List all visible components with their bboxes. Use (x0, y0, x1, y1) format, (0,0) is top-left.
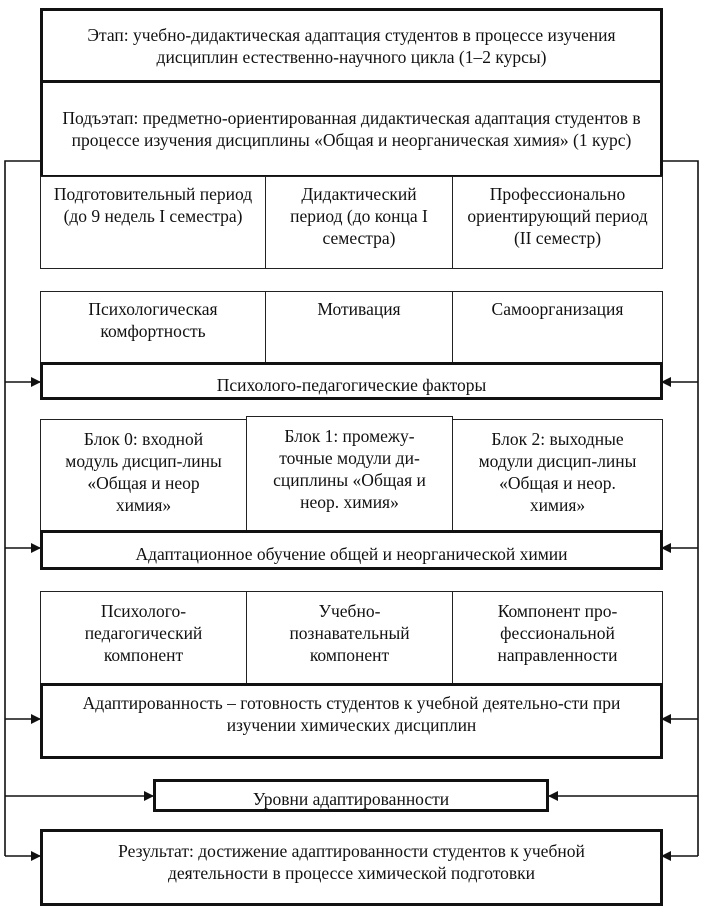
factor-label: Мотивация (317, 299, 401, 319)
learning-title-box: Адаптационное обучение общей и неорганич… (40, 530, 663, 570)
period-label: Подготовительный период (до 9 недель I с… (53, 184, 253, 226)
levels-box: Уровни адаптированности (153, 779, 549, 812)
component-label: Психолого-педагогический компонент (84, 601, 203, 665)
period-label: Профессионально ориентирующий период (II… (467, 184, 648, 248)
factor-selforganization: Самоорганизация (452, 291, 663, 364)
block-label: Блок 2: выходные модули дисцип-лины «Общ… (478, 429, 637, 515)
result-text: Результат: достижение адаптированности с… (118, 841, 585, 883)
component-cognitive: Учебно-познавательный компонент (246, 591, 453, 686)
component-professional: Компонент про-фессиональной направленнос… (452, 591, 663, 686)
period-didactic: Дидактический период (до конца I семестр… (265, 176, 453, 269)
block-2: Блок 2: выходные модули дисцип-лины «Общ… (452, 419, 663, 532)
substage-text: Подъэтап: предметно-ориентированная дида… (62, 108, 641, 150)
stage-box: Этап: учебно-дидактическая адаптация сту… (40, 8, 663, 83)
levels-title: Уровни адаптированности (252, 788, 450, 809)
factor-comfort: Психологическая комфортность (40, 291, 266, 364)
component-label: Компонент про-фессиональной направленнос… (497, 601, 618, 665)
factor-label: Самоорганизация (491, 299, 624, 319)
stage-text: Этап: учебно-дидактическая адаптация сту… (87, 24, 616, 67)
block-label: Блок 0: входной модуль дисцип-лины «Обща… (65, 429, 222, 515)
substage-box: Подъэтап: предметно-ориентированная дида… (40, 80, 663, 178)
factors-title: Психолого-педагогические факторы (216, 375, 487, 395)
factor-motivation: Мотивация (265, 291, 453, 364)
left-feedback-line (4, 160, 40, 856)
learning-title: Адаптационное обучение общей и неорганич… (135, 544, 568, 564)
period-professional: Профессионально ориентирующий период (II… (452, 176, 663, 269)
period-label: Дидактический период (до конца I семестр… (290, 184, 428, 248)
adaptivity-box: Адаптированность – готовность студентов … (40, 683, 663, 759)
block-1: Блок 1: промежу-точные модули ди-сциплин… (246, 416, 453, 532)
block-label: Блок 1: промежу-точные модули ди-сциплин… (273, 426, 426, 512)
component-psych: Психолого-педагогический компонент (40, 591, 247, 686)
result-box: Результат: достижение адаптированности с… (40, 829, 663, 906)
adaptivity-title: Адаптированность – готовность студентов … (82, 693, 621, 735)
period-preparatory: Подготовительный период (до 9 недель I с… (40, 176, 266, 269)
component-label: Учебно-познавательный компонент (289, 601, 410, 665)
right-feedback-line (662, 160, 699, 856)
block-0: Блок 0: входной модуль дисцип-лины «Обща… (40, 419, 247, 532)
factors-title-box: Психолого-педагогические факторы (40, 362, 663, 400)
factor-label: Психологическая комфортность (88, 299, 218, 341)
